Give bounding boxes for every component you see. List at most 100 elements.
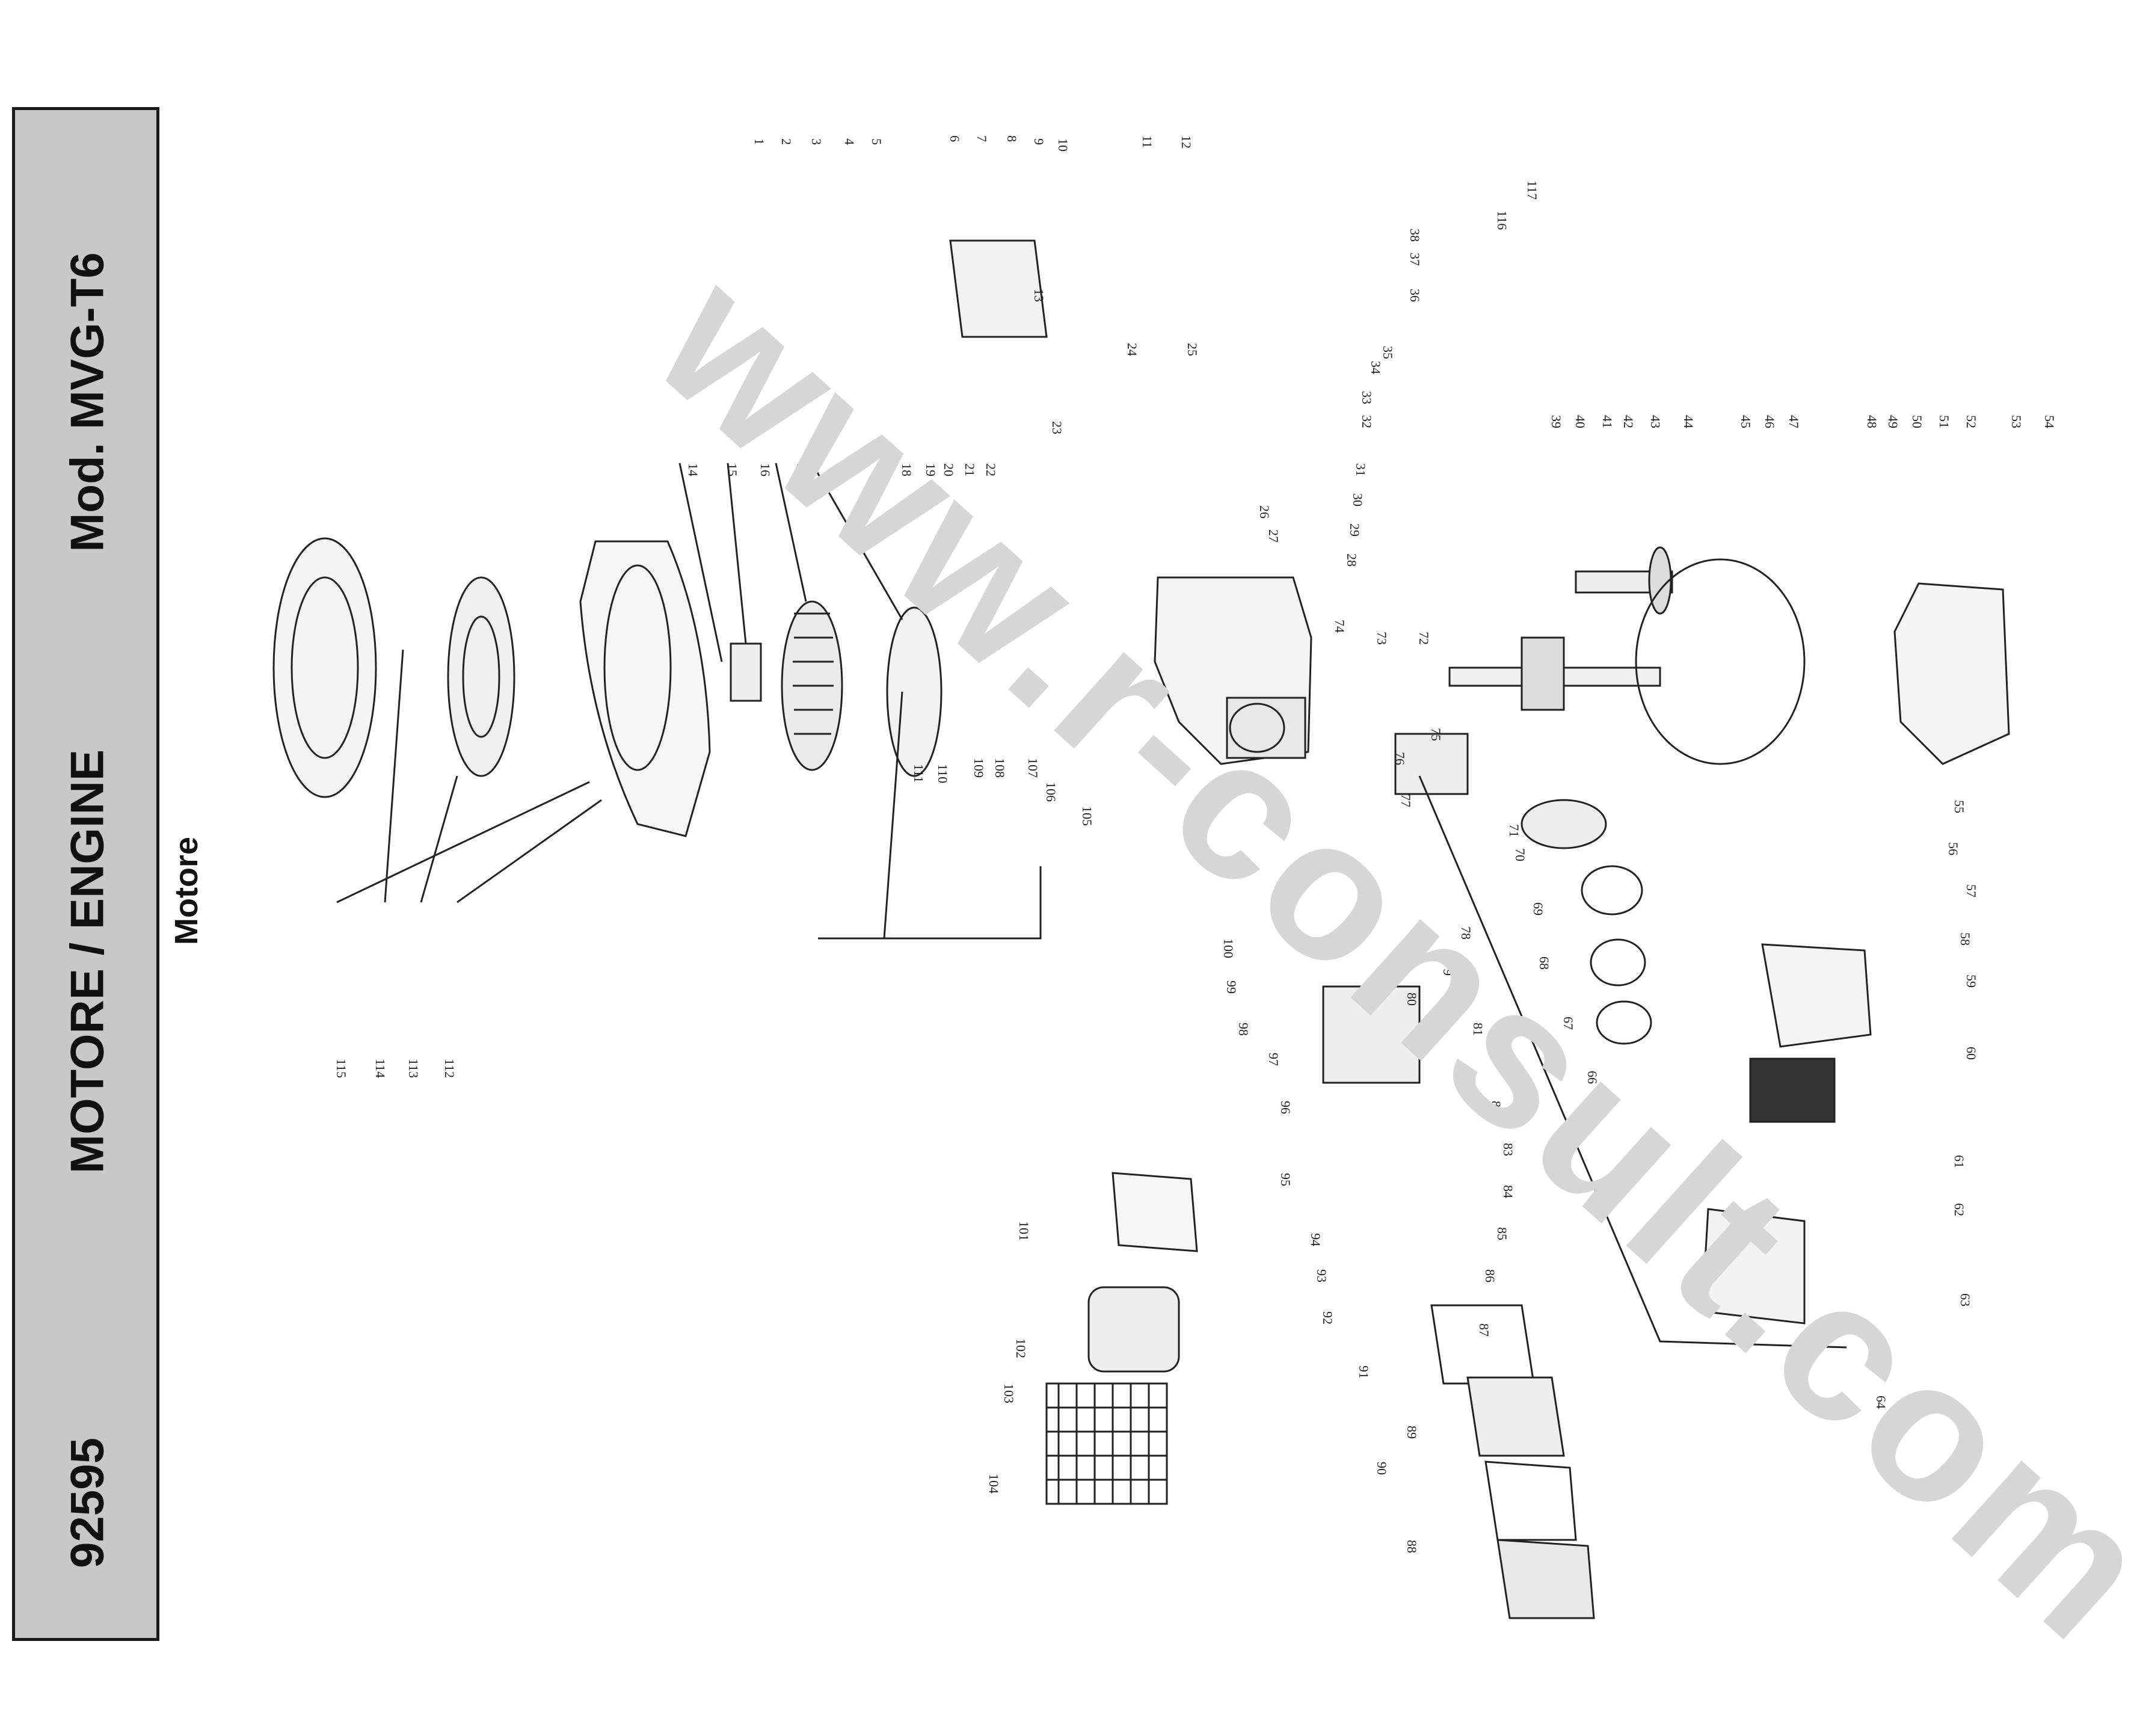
callout-label-33: 33 — [1359, 391, 1374, 404]
callout-label-25: 25 — [1185, 343, 1200, 356]
callout-label-76: 76 — [1392, 752, 1407, 765]
callout-label-77: 77 — [1398, 794, 1413, 807]
callout-label-102: 102 — [1013, 1338, 1029, 1358]
callout-label-54: 54 — [2042, 415, 2057, 428]
callout-label-17: 17 — [794, 463, 809, 476]
callout-label-23: 23 — [1050, 421, 1065, 434]
callout-label-79: 79 — [1441, 962, 1456, 976]
callout-label-63: 63 — [1958, 1293, 1973, 1307]
callout-label-22: 22 — [983, 463, 998, 476]
callout-label-101: 101 — [1016, 1221, 1032, 1241]
callout-label-39: 39 — [1549, 415, 1564, 428]
callout-label-49: 49 — [1886, 415, 1901, 428]
callout-label-95: 95 — [1278, 1173, 1293, 1186]
callout-label-8: 8 — [1004, 135, 1019, 142]
callout-label-66: 66 — [1585, 1071, 1600, 1084]
callout-label-28: 28 — [1344, 553, 1359, 567]
callout-label-80: 80 — [1404, 993, 1419, 1006]
callout-label-111: 111 — [911, 764, 926, 783]
callout-label-116: 116 — [1495, 211, 1510, 230]
callout-label-78: 78 — [1459, 926, 1474, 940]
callout-label-86: 86 — [1483, 1269, 1498, 1282]
callout-label-51: 51 — [1937, 415, 1952, 428]
callout-label-31: 31 — [1353, 463, 1368, 476]
callout-label-57: 57 — [1964, 884, 1979, 897]
callout-label-109: 109 — [971, 758, 986, 778]
callout-label-19: 19 — [923, 463, 938, 476]
callout-label-58: 58 — [1958, 932, 1973, 946]
callout-label-29: 29 — [1347, 523, 1362, 537]
callout-label-70: 70 — [1513, 848, 1528, 861]
callout-label-53: 53 — [2009, 415, 2024, 428]
callout-label-67: 67 — [1561, 1017, 1576, 1030]
callout-label-18: 18 — [899, 463, 914, 476]
callout-label-72: 72 — [1416, 632, 1431, 645]
callout-label-96: 96 — [1278, 1101, 1293, 1114]
callout-label-81: 81 — [1471, 1023, 1486, 1036]
callout-label-83: 83 — [1501, 1143, 1516, 1156]
callout-label-110: 110 — [935, 764, 950, 783]
callout-label-26: 26 — [1257, 505, 1272, 519]
callout-label-34: 34 — [1368, 361, 1383, 374]
callout-label-11: 11 — [1140, 135, 1155, 148]
callout-label-104: 104 — [986, 1474, 1001, 1494]
callout-label-40: 40 — [1573, 415, 1588, 428]
callout-label-93: 93 — [1314, 1269, 1329, 1282]
callout-label-3: 3 — [809, 138, 824, 145]
callout-label-106: 106 — [1044, 782, 1059, 802]
callout-label-98: 98 — [1236, 1023, 1251, 1036]
callout-label-38: 38 — [1407, 229, 1422, 242]
callout-label-94: 94 — [1308, 1233, 1323, 1246]
callout-label-88: 88 — [1404, 1540, 1419, 1553]
callout-label-13: 13 — [1032, 289, 1047, 302]
callout-label-21: 21 — [962, 463, 977, 476]
callout-label-12: 12 — [1179, 135, 1194, 149]
callout-label-7: 7 — [974, 135, 989, 142]
callout-label-50: 50 — [1910, 415, 1925, 428]
callout-label-6: 6 — [947, 135, 962, 142]
callout-label-100: 100 — [1221, 938, 1236, 958]
callout-label-10: 10 — [1056, 138, 1071, 152]
callout-label-89: 89 — [1404, 1426, 1419, 1439]
callout-label-108: 108 — [992, 758, 1007, 778]
callout-label-44: 44 — [1681, 415, 1696, 428]
callout-label-2: 2 — [779, 138, 794, 145]
callout-label-82: 82 — [1489, 1101, 1504, 1114]
callout-label-105: 105 — [1080, 806, 1095, 826]
callout-label-47: 47 — [1786, 415, 1801, 428]
callout-label-35: 35 — [1380, 346, 1395, 359]
callout-label-5: 5 — [869, 138, 884, 145]
callout-label-85: 85 — [1495, 1227, 1510, 1240]
callout-label-46: 46 — [1762, 415, 1777, 428]
callout-label-74: 74 — [1332, 620, 1347, 633]
callout-label-112: 112 — [442, 1059, 457, 1078]
callout-label-24: 24 — [1125, 343, 1140, 356]
callout-label-27: 27 — [1266, 529, 1281, 543]
callout-label-56: 56 — [1946, 842, 1961, 855]
callout-label-43: 43 — [1648, 415, 1663, 428]
callout-label-91: 91 — [1356, 1365, 1371, 1379]
callout-label-103: 103 — [1001, 1384, 1016, 1403]
callout-label-64: 64 — [1874, 1396, 1889, 1409]
callout-label-1: 1 — [752, 138, 767, 145]
callout-label-65: 65 — [1597, 1101, 1612, 1114]
callout-label-36: 36 — [1407, 289, 1422, 302]
callout-label-117: 117 — [1525, 180, 1540, 200]
callout-label-41: 41 — [1600, 415, 1615, 428]
callout-label-37: 37 — [1407, 253, 1422, 266]
callout-label-107: 107 — [1026, 758, 1041, 778]
callout-label-4: 4 — [842, 138, 857, 145]
callout-label-84: 84 — [1501, 1185, 1516, 1198]
callout-label-90: 90 — [1374, 1462, 1389, 1475]
callout-label-115: 115 — [334, 1059, 349, 1078]
callout-label-60: 60 — [1964, 1047, 1979, 1060]
callout-label-69: 69 — [1531, 902, 1546, 916]
callout-label-55: 55 — [1952, 800, 1967, 813]
callout-label-68: 68 — [1537, 956, 1552, 970]
callout-label-87: 87 — [1477, 1323, 1492, 1337]
starter-cover-shape — [272, 537, 377, 798]
callout-label-97: 97 — [1266, 1053, 1281, 1066]
callout-label-52: 52 — [1964, 415, 1979, 428]
callout-label-42: 42 — [1621, 415, 1636, 428]
